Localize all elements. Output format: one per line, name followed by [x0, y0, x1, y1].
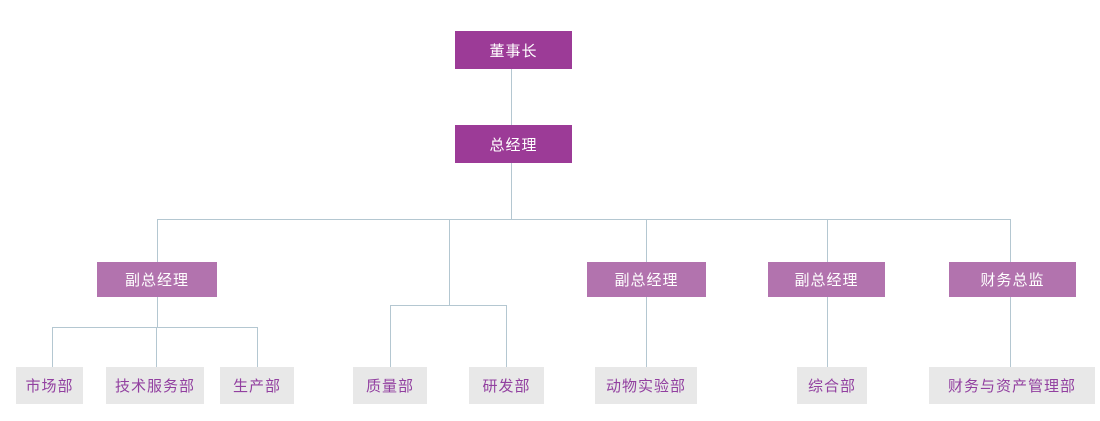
connector-to-tech: [156, 327, 157, 367]
node-deputy-gm-1: 副总经理: [97, 262, 217, 297]
connector-to-production: [257, 327, 258, 367]
connector-vgm3-general: [827, 297, 828, 367]
node-label: 董事长: [489, 42, 538, 60]
connector-spine-cfo: [1010, 219, 1011, 262]
node-label: 生产部: [232, 378, 281, 395]
node-label: 市场部: [25, 378, 74, 395]
node-dept-finance-asset: 财务与资产管理部: [929, 367, 1095, 404]
connector-gm-spine: [511, 163, 512, 219]
connector-vgm1-down: [157, 297, 158, 327]
node-label: 质量部: [365, 378, 414, 395]
node-label: 财务与资产管理部: [947, 378, 1076, 395]
node-deputy-gm-2: 副总经理: [587, 262, 706, 297]
connector-to-quality: [390, 305, 391, 367]
node-finance-director: 财务总监: [949, 262, 1076, 297]
node-chairman: 董事长: [455, 31, 572, 69]
node-dept-rd: 研发部: [469, 367, 544, 404]
connector-main-spine: [157, 219, 1011, 220]
node-dept-marketing: 市场部: [16, 367, 83, 404]
node-label: 副总经理: [794, 272, 859, 289]
connector-spine-vgm2: [646, 219, 647, 262]
node-general-manager: 总经理: [455, 125, 572, 163]
node-label: 副总经理: [614, 272, 679, 289]
node-label: 动物实验部: [605, 378, 686, 395]
connector-spine-mid: [449, 219, 450, 305]
connector-mid-spine: [390, 305, 506, 306]
connector-chairman-gm: [511, 69, 512, 125]
node-dept-quality: 质量部: [353, 367, 427, 404]
connector-to-market: [52, 327, 53, 367]
node-label: 综合部: [807, 378, 856, 395]
node-deputy-gm-3: 副总经理: [768, 262, 885, 297]
connector-spine-vgm3: [827, 219, 828, 262]
connector-cfo-finasset: [1010, 296, 1011, 367]
connector-to-rd: [506, 305, 507, 367]
node-dept-general-affairs: 综合部: [797, 367, 867, 404]
node-label: 研发部: [482, 378, 531, 395]
node-label: 总经理: [489, 136, 538, 154]
connector-vgm2-animal: [646, 297, 647, 367]
node-dept-tech-service: 技术服务部: [106, 367, 204, 404]
node-dept-animal-lab: 动物实验部: [595, 367, 697, 404]
node-label: 技术服务部: [114, 378, 195, 395]
node-label: 副总经理: [124, 272, 189, 289]
node-dept-production: 生产部: [220, 367, 294, 404]
connector-spine-vgm1: [157, 219, 158, 262]
node-label: 财务总监: [980, 272, 1045, 289]
connector-vgm1-spine: [52, 327, 257, 328]
